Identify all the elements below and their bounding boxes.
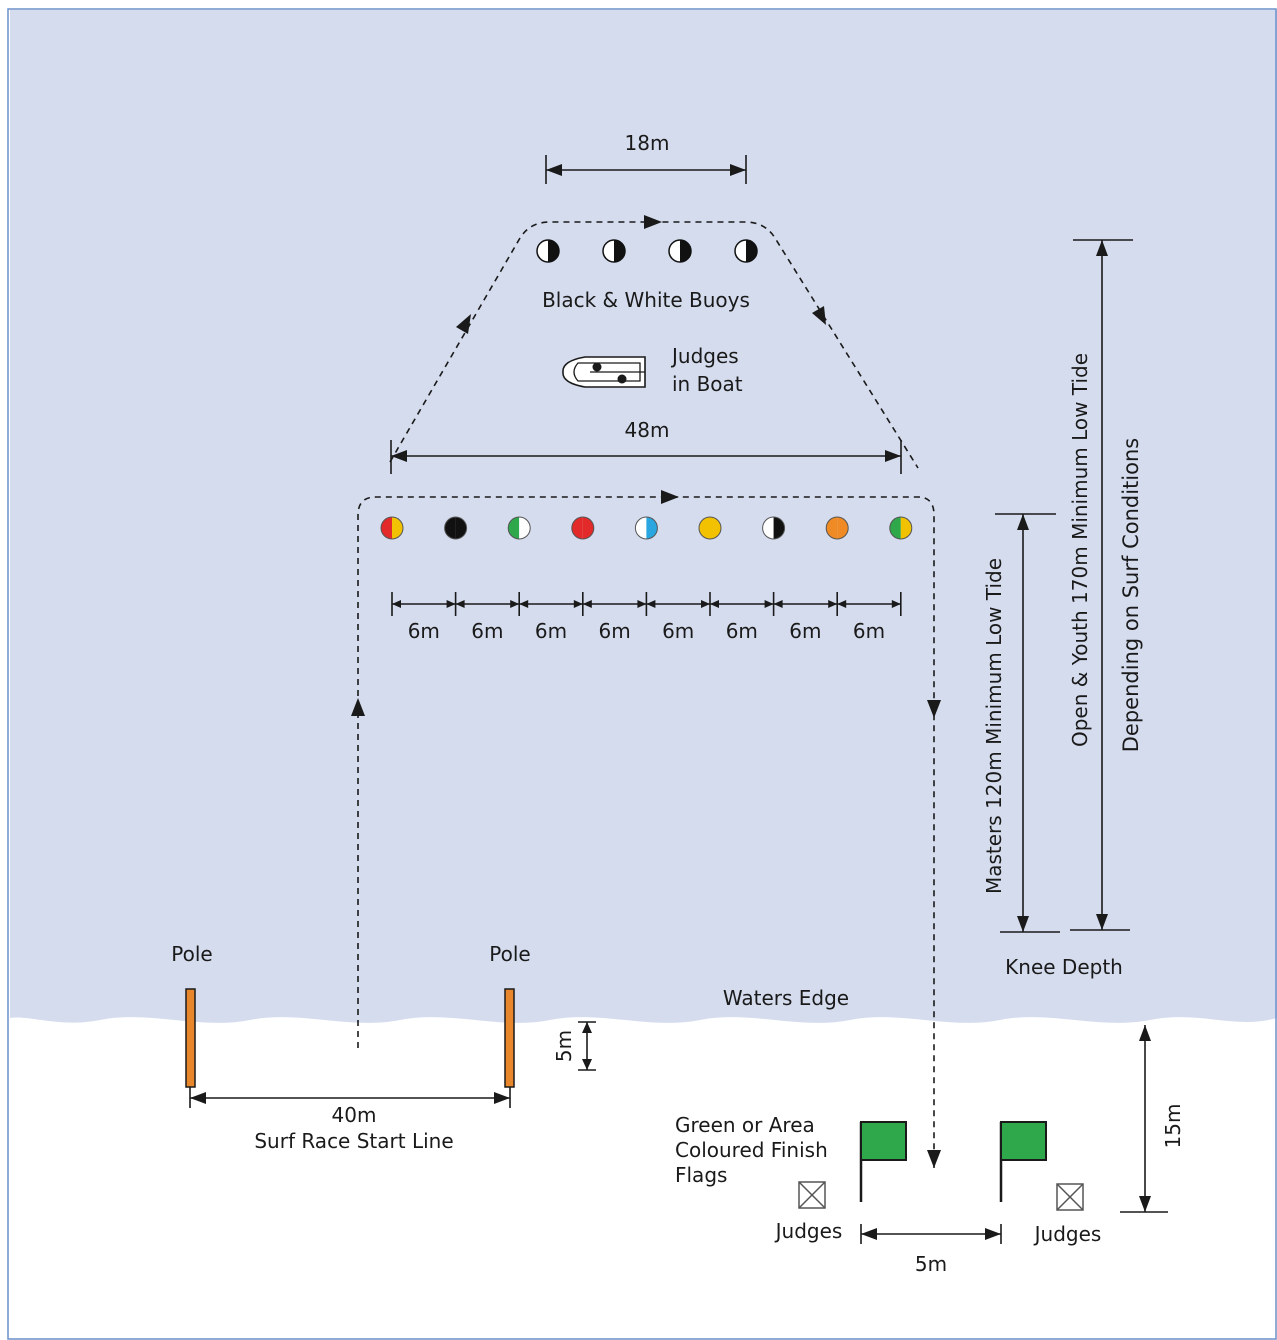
pole-right-label: Pole <box>489 942 530 966</box>
spacing-label: 6m <box>789 619 821 643</box>
finish-flag-left <box>859 1121 907 1202</box>
spacing-arrow-left <box>392 600 401 608</box>
buoy <box>380 516 404 540</box>
open-arrow-down <box>1096 914 1108 930</box>
spacing-label: 6m <box>598 619 630 643</box>
spacing-arrow-right <box>573 600 583 608</box>
finish-flags-label-3: Flags <box>675 1163 727 1187</box>
bw-buoy <box>734 239 758 263</box>
buoy-spacing-dimensions: 6m 6m 6m 6m 6m 6m 6m 6m <box>391 592 902 643</box>
spacing-arrow-right <box>637 600 647 608</box>
buoy <box>571 516 595 540</box>
dim-5m-arrow-down <box>582 1059 592 1070</box>
finish-flags-label-1: Green or Area <box>675 1113 815 1137</box>
course-arrow-up-left <box>456 314 471 334</box>
pole-right <box>504 988 515 1088</box>
buoy <box>444 516 468 540</box>
boat-icon <box>562 356 646 388</box>
dim-40m-label: 40m <box>332 1103 377 1127</box>
knee-depth-label: Knee Depth <box>1005 955 1123 979</box>
course-arrow-inner-down-end <box>927 1150 941 1168</box>
masters-arrow-up <box>1017 514 1029 530</box>
bw-buoy <box>602 239 626 263</box>
dim-5m-arrow-up <box>582 1022 592 1033</box>
course-arrow-inner-top <box>661 490 679 504</box>
dim-5m-label: 5m <box>552 1030 576 1062</box>
course-arrow-top <box>644 215 662 229</box>
dim-48m-label: 48m <box>625 418 670 442</box>
spacing-arrow-right <box>764 600 774 608</box>
spacing-arrow-right <box>828 600 838 608</box>
spacing-label: 6m <box>408 619 440 643</box>
dim-40m-arrow-left <box>190 1092 206 1104</box>
bw-buoys <box>536 239 758 263</box>
dim-40m-arrow-right <box>494 1092 510 1104</box>
buoy <box>698 516 722 540</box>
spacing-arrow-left <box>646 600 656 608</box>
buoy <box>825 516 849 540</box>
buoy <box>507 516 531 540</box>
spacing-arrow-right <box>510 600 520 608</box>
course-arrow-inner-up <box>351 698 365 716</box>
judge-box-icon-right <box>1056 1183 1084 1211</box>
dim-48m-arrow-left <box>391 450 407 462</box>
spacing-arrow-left <box>519 600 529 608</box>
pole-left-label: Pole <box>171 942 212 966</box>
dim-18m-arrow-left <box>546 164 562 176</box>
dim-48m-arrow-right <box>885 450 901 462</box>
spacing-arrow-right <box>446 600 456 608</box>
judges-left-label: Judges <box>774 1219 843 1243</box>
buoy <box>762 516 786 540</box>
dim-flag-gap-arrow-left <box>861 1228 877 1240</box>
finish-flags-label-2: Coloured Finish <box>675 1138 828 1162</box>
frame-border <box>7 8 1277 1340</box>
masters-label: Masters 120m Minimum Low Tide <box>982 558 1006 894</box>
buoy <box>889 516 913 540</box>
spacing-label: 6m <box>853 619 885 643</box>
boat-label-line1: Judges <box>670 344 739 368</box>
conditions-label: Depending on Surf Conditions <box>1119 438 1143 752</box>
dim-flag-gap-label: 5m <box>915 1252 947 1276</box>
spacing-arrow-right <box>891 600 901 608</box>
dim-flag-gap-arrow-right <box>985 1228 1001 1240</box>
spacing-arrow-left <box>710 600 719 608</box>
dim-15m-arrow-up <box>1139 1025 1151 1041</box>
course-arrow-down-right <box>812 306 826 325</box>
coloured-buoys <box>380 516 913 540</box>
bw-buoy <box>536 239 560 263</box>
spacing-label: 6m <box>471 619 503 643</box>
masters-arrow-down <box>1017 916 1029 932</box>
bw-buoy <box>668 239 692 263</box>
judge-box-icon-left <box>798 1181 826 1209</box>
dim-18m-arrow-right <box>730 164 746 176</box>
dim-18m-label: 18m <box>625 131 670 155</box>
boat-label-line2: in Boat <box>672 372 743 396</box>
dim-15m-label: 15m <box>1161 1104 1185 1149</box>
spacing-arrow-left <box>837 600 847 608</box>
start-line-label: Surf Race Start Line <box>254 1129 453 1153</box>
spacing-label: 6m <box>535 619 567 643</box>
spacing-label: 6m <box>662 619 694 643</box>
course-path-outer <box>389 221 919 469</box>
spacing-label: 6m <box>726 619 758 643</box>
spacing-arrow-right <box>701 600 710 608</box>
dim-15m-arrow-down <box>1139 1196 1151 1212</box>
course-path-inner <box>357 496 935 1168</box>
pole-left <box>185 988 196 1088</box>
open-arrow-up <box>1096 240 1108 256</box>
course-arrow-inner-down-mid <box>927 700 941 718</box>
open-youth-label: Open & Youth 170m Minimum Low Tide <box>1068 353 1092 747</box>
waters-edge-label: Waters Edge <box>723 986 849 1010</box>
finish-flag-right <box>999 1121 1047 1202</box>
spacing-arrow-left <box>582 600 592 608</box>
spacing-arrow-left <box>773 600 783 608</box>
buoy <box>634 516 658 540</box>
sea-area <box>10 10 1277 1023</box>
judges-right-label: Judges <box>1033 1222 1102 1246</box>
spacing-arrow-left <box>455 600 465 608</box>
bw-buoys-label: Black & White Buoys <box>542 288 750 312</box>
